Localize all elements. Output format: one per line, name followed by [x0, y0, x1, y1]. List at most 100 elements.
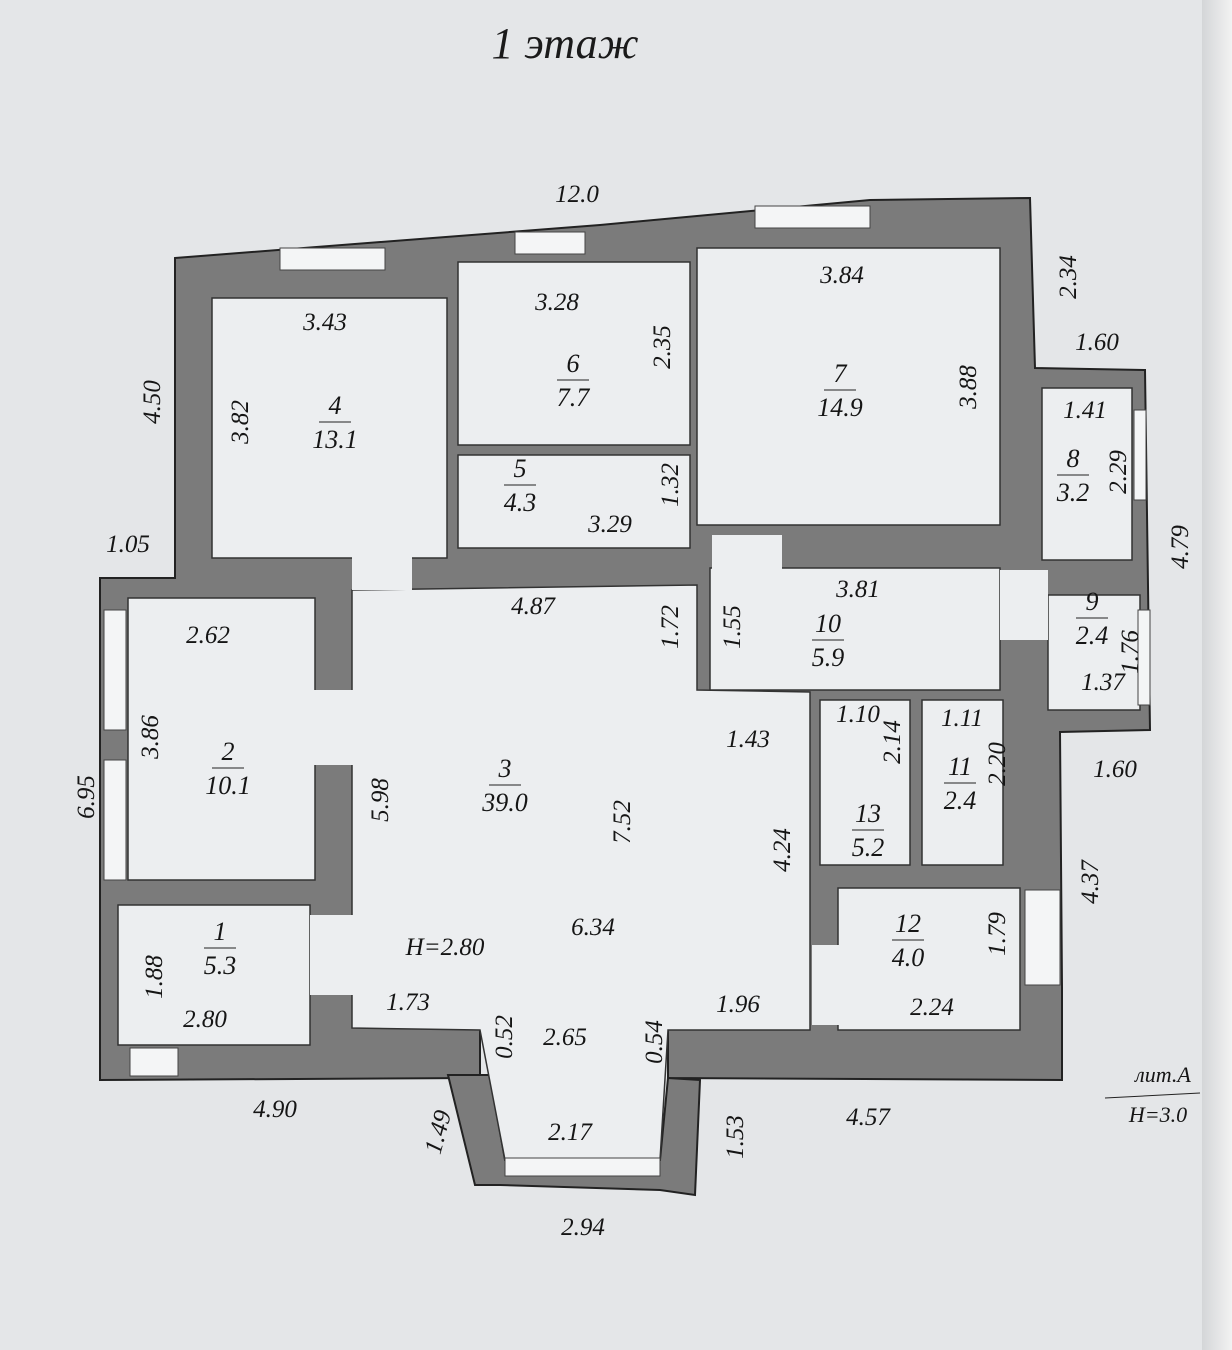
room-number: 4 [329, 391, 342, 420]
dimension-label: 3.43 [302, 309, 347, 336]
dimension-label: 3.82 [227, 400, 254, 445]
room-area: 4.3 [504, 488, 537, 517]
dimension-label: 4.57 [846, 1104, 891, 1131]
room-label-9: 92.4 [1076, 587, 1109, 650]
room-number: 11 [948, 752, 972, 781]
room-3 [351, 584, 811, 1161]
dimension-label: 1.53 [722, 1115, 749, 1159]
dimension-label: 4.87 [511, 593, 556, 620]
room-label-7: 714.9 [817, 359, 863, 422]
legend-height: H=3.0 [1128, 1102, 1187, 1127]
room-area: 4.0 [892, 943, 925, 972]
room-1 [117, 904, 311, 1046]
room-number: 12 [895, 909, 921, 938]
room-6 [457, 261, 691, 446]
doorway [314, 690, 354, 765]
dimension-label: 1.43 [726, 726, 770, 753]
dimension-label: 1.32 [657, 463, 684, 507]
dimension-label: 1.88 [141, 955, 168, 999]
room-label-13: 135.2 [852, 799, 885, 862]
room-13 [819, 699, 911, 866]
dimension-label: 4.79 [1167, 525, 1194, 569]
dimension-label: 2.62 [186, 622, 230, 649]
window [754, 205, 871, 229]
dimension-label: 2.35 [649, 325, 676, 369]
dimension-label: 5.98 [367, 778, 394, 822]
dimension-label: 2.29 [1105, 450, 1132, 494]
room-12 [837, 887, 1021, 1031]
rooms [117, 247, 1141, 1161]
window [1133, 409, 1147, 501]
room-4 [211, 297, 448, 559]
room-9 [1047, 594, 1141, 711]
dimension-label: 7.52 [609, 800, 636, 844]
windows [103, 205, 1151, 1177]
doorway [812, 945, 842, 1025]
dimension-label: 2.17 [548, 1119, 593, 1146]
dimension-label: 2.14 [879, 720, 906, 764]
room-label-10: 105.9 [812, 609, 845, 672]
dimension-label: 1.60 [1093, 756, 1137, 783]
window [1024, 889, 1061, 986]
doors [310, 535, 1048, 1025]
room-8 [1041, 387, 1133, 561]
dimension-label: 12.0 [555, 181, 599, 208]
floor-title: 1 этаж [491, 19, 638, 68]
room-number: 7 [834, 359, 848, 388]
room-label-5: 54.3 [504, 454, 537, 517]
room-number: 9 [1086, 587, 1099, 616]
room-area: 2.4 [1076, 621, 1109, 650]
room-5 [457, 454, 691, 549]
dimension-label: 1.55 [719, 605, 746, 649]
dimension-label: 1.60 [1075, 329, 1119, 356]
room-label-2: 210.1 [205, 737, 251, 800]
room-label-4: 413.1 [312, 391, 358, 454]
dimension-label: 1.11 [941, 705, 983, 732]
window [103, 759, 127, 881]
dimension-label: 1.72 [657, 605, 684, 649]
dimension-label: 2.94 [561, 1214, 605, 1241]
room-area: 7.7 [557, 383, 591, 412]
room-label-3: 339.0 [481, 754, 528, 817]
room-label-11: 112.4 [944, 752, 977, 815]
room-area: 5.3 [204, 951, 237, 980]
dimension-label: 3.84 [819, 262, 864, 289]
dimension-label: 1.79 [984, 912, 1011, 956]
dimension-label: 6.95 [73, 775, 100, 819]
legend-letter: лит.А [1133, 1062, 1191, 1087]
dimension-label: 1.41 [1063, 397, 1107, 424]
dimension-label: 4.50 [139, 380, 166, 424]
room-label-12: 124.0 [892, 909, 925, 972]
dimension-label: 3.88 [955, 365, 982, 410]
dimension-label: 1.49 [420, 1107, 458, 1157]
room-area: 13.1 [312, 425, 358, 454]
window [103, 609, 127, 731]
page-edge [1202, 0, 1232, 1350]
room-number: 6 [567, 349, 580, 378]
room-label-8: 83.2 [1056, 444, 1090, 507]
dimension-label: 0.52 [491, 1015, 518, 1059]
window [129, 1047, 179, 1077]
dimension-label: 1.73 [386, 989, 430, 1016]
room-number: 2 [222, 737, 235, 766]
dimension-label: 4.37 [1077, 859, 1104, 904]
dimension-label: 2.65 [543, 1024, 587, 1051]
room-area: 10.1 [205, 771, 251, 800]
dimension-label: 1.76 [1117, 630, 1144, 674]
room-area: 2.4 [944, 786, 977, 815]
dimension-label: 3.29 [587, 511, 632, 538]
dimension-label: 1.96 [716, 991, 760, 1018]
dimension-label: 1.05 [106, 531, 150, 558]
room-number: 13 [855, 799, 881, 828]
dimension-label: 3.86 [137, 715, 164, 760]
room-area: 39.0 [481, 788, 528, 817]
dimension-label: 4.24 [769, 828, 796, 872]
window [514, 231, 586, 255]
room-number: 1 [214, 917, 227, 946]
room-number: 8 [1067, 444, 1080, 473]
doorway [1000, 570, 1048, 640]
legend-divider [1104, 1092, 1201, 1099]
room-labels: 413.167.754.3714.983.292.4105.9210.1339.… [204, 349, 1109, 980]
dimension-label: 2.34 [1055, 255, 1082, 299]
